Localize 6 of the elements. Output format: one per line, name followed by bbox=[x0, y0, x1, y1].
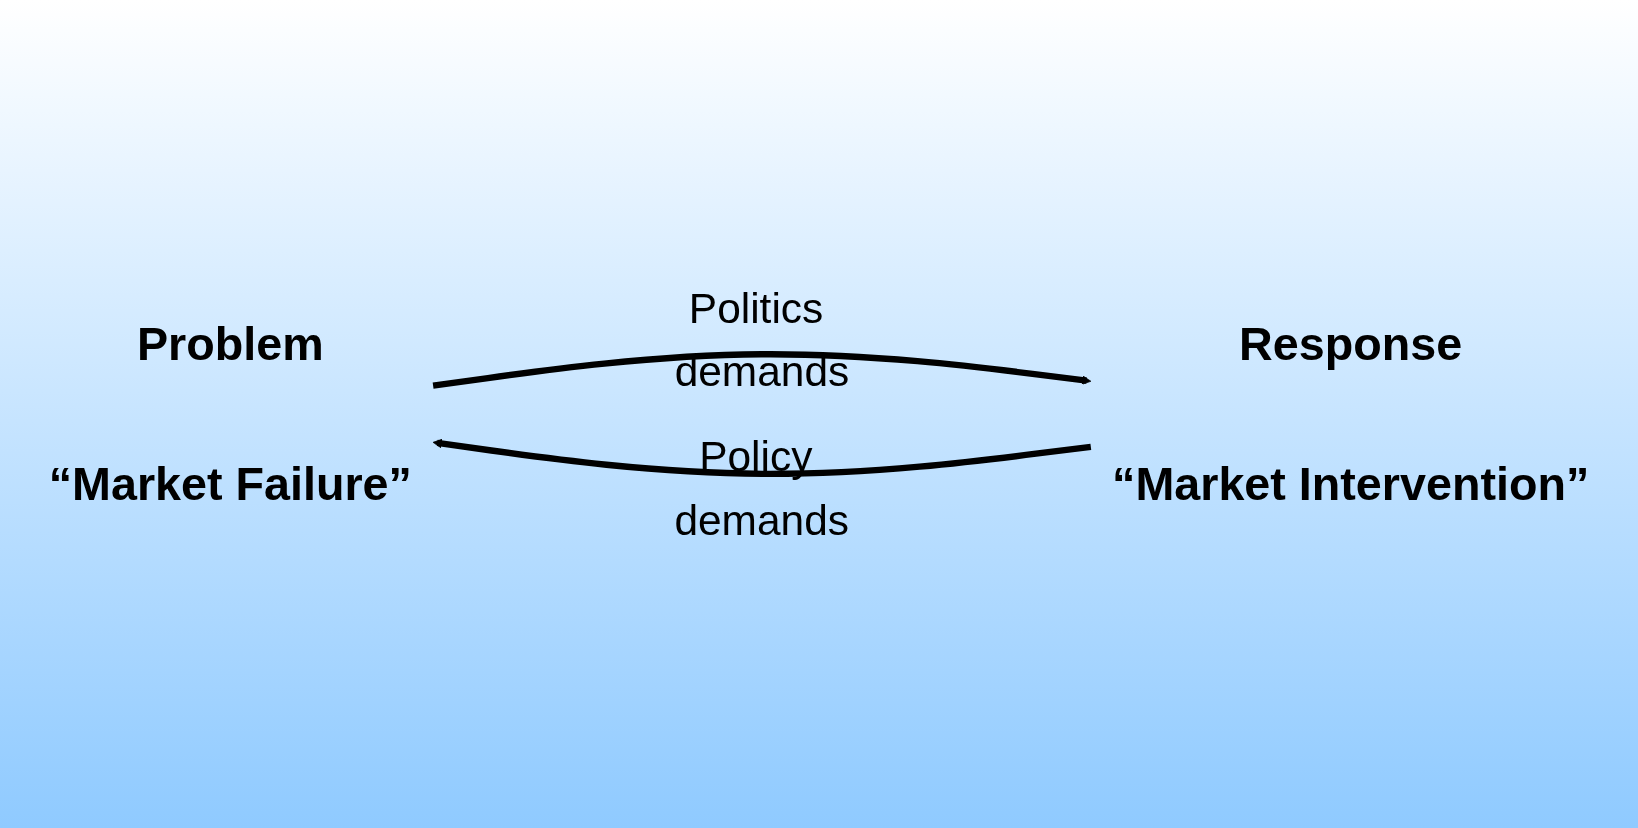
edge-label: Politics demands bbox=[674, 284, 850, 395]
node-text: Response “Market Intervention” bbox=[1112, 317, 1590, 510]
arrow bbox=[432, 351, 1092, 389]
node-text: Problem “Market Failure” bbox=[48, 317, 412, 510]
arrow bbox=[432, 438, 1092, 477]
edge-label: Policy demands bbox=[674, 433, 849, 544]
